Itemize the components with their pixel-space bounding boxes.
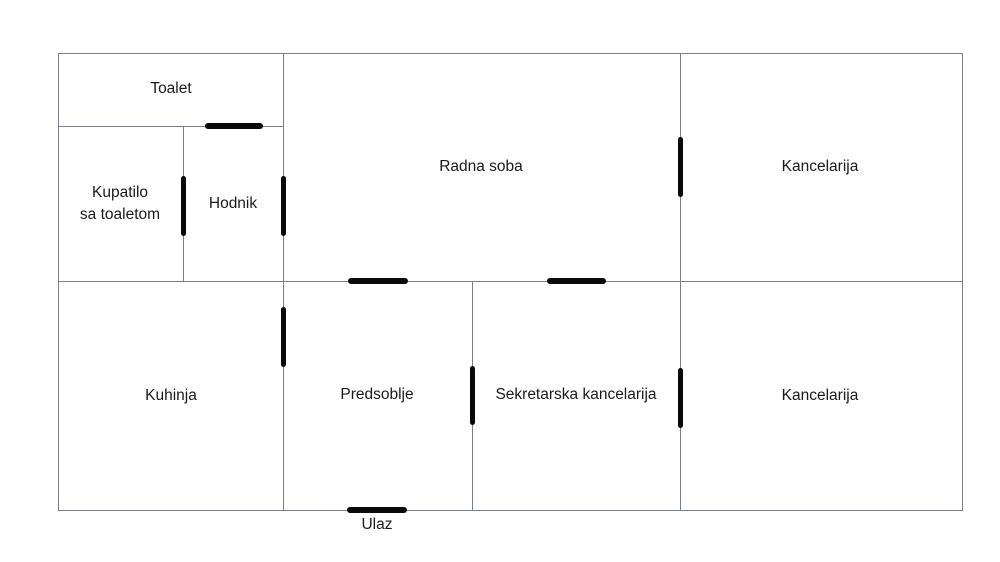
door-kupatilo (181, 176, 186, 236)
door-hodnik-radna-soba (281, 176, 286, 236)
room-label-hodnik: Hodnik (208, 195, 258, 212)
room-label-kuhinja: Kuhinja (145, 387, 197, 404)
outer-wall-top (58, 53, 963, 54)
room-label-kupatilo: Kupatilo sa toaletom (80, 182, 160, 226)
door-kancelarija-bottom (678, 368, 683, 428)
room-label-kancelarija-top: Kancelarija (781, 158, 859, 175)
wall-toalet-bottom (58, 126, 283, 127)
room-label-kancelarija-bottom: Kancelarija (781, 387, 859, 404)
wall-left-wing (283, 53, 284, 511)
entrance-label: Ulaz (361, 516, 393, 533)
door-radna-soba-kancelarija (678, 137, 683, 197)
outer-wall-left (58, 53, 59, 511)
door-toalet (205, 123, 263, 129)
door-kuhinja (281, 307, 286, 367)
door-sekretarska (470, 366, 475, 425)
outer-wall-bottom (58, 510, 963, 511)
room-label-kupatilo-line1: Kupatilo (91, 184, 149, 201)
outer-wall-right (962, 53, 963, 511)
room-label-predsoblje: Predsoblje (340, 386, 414, 403)
room-label-toalet: Toalet (150, 80, 192, 97)
room-label-radna-soba: Radna soba (439, 158, 523, 175)
door-radna-soba-predsoblje (348, 278, 408, 284)
wall-right-wing (680, 53, 681, 511)
door-entrance (347, 507, 407, 513)
door-radna-soba-sekretarska (547, 278, 606, 284)
wall-middle-horizontal (58, 281, 963, 282)
room-label-kupatilo-line2: sa toaletom (79, 206, 161, 223)
room-label-sekretarska: Sekretarska kancelarija (495, 386, 657, 403)
